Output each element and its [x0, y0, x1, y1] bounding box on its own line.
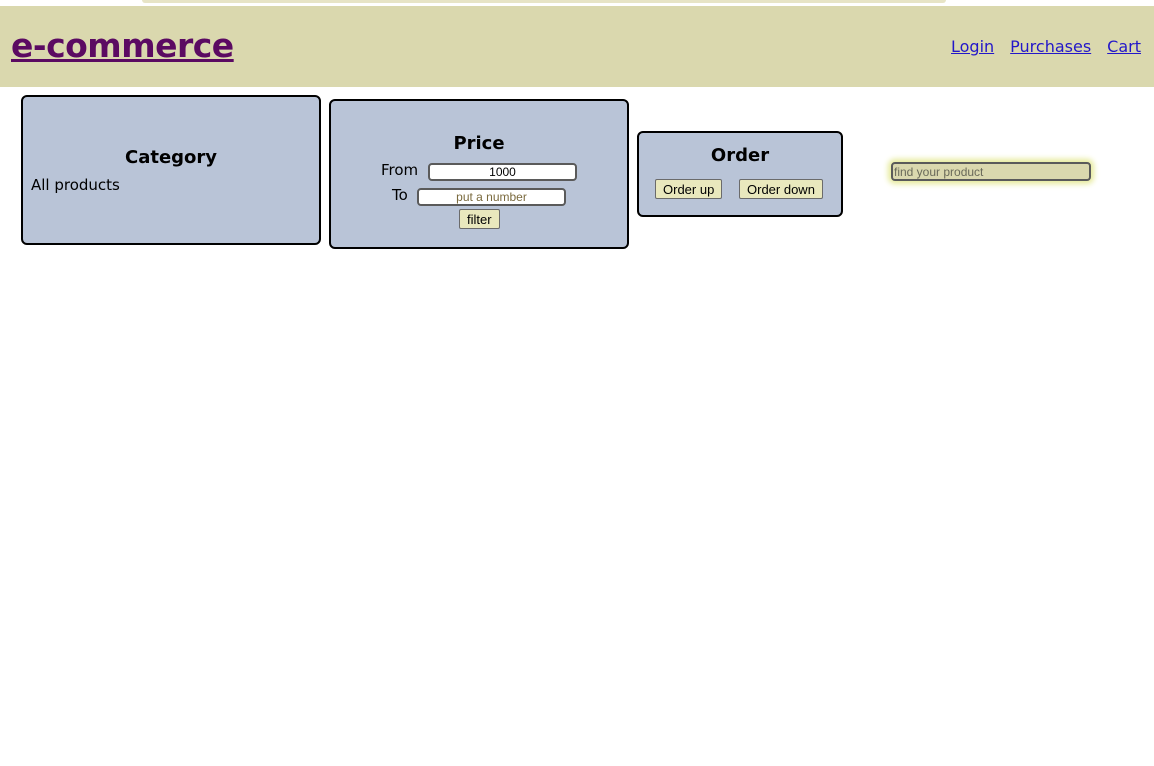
top-nav: Login Purchases Cart	[951, 37, 1141, 56]
price-from-input[interactable]	[428, 163, 577, 181]
nav-purchases-link[interactable]: Purchases	[1010, 37, 1092, 56]
top-strip	[142, 0, 946, 3]
nav-cart-link[interactable]: Cart	[1107, 37, 1141, 56]
category-panel: Category All products	[21, 95, 321, 245]
search-input[interactable]	[891, 162, 1091, 181]
price-panel: Price From To filter	[329, 99, 629, 249]
order-down-button[interactable]: Order down	[739, 179, 823, 199]
category-title: Category	[124, 147, 218, 168]
price-to-label: To	[392, 186, 408, 204]
category-item-all-products[interactable]: All products	[31, 176, 120, 194]
site-header: e-commerce Login Purchases Cart	[0, 6, 1154, 87]
price-from-label: From	[381, 161, 419, 179]
filter-button[interactable]: filter	[459, 209, 500, 229]
order-title: Order	[710, 145, 770, 166]
order-up-button[interactable]: Order up	[655, 179, 723, 199]
nav-login-link[interactable]: Login	[951, 37, 995, 56]
price-title: Price	[453, 133, 505, 154]
brand-logo-link[interactable]: e-commerce	[11, 26, 234, 65]
order-panel: Order Order up Order down	[637, 131, 843, 217]
price-to-input[interactable]	[417, 188, 566, 206]
